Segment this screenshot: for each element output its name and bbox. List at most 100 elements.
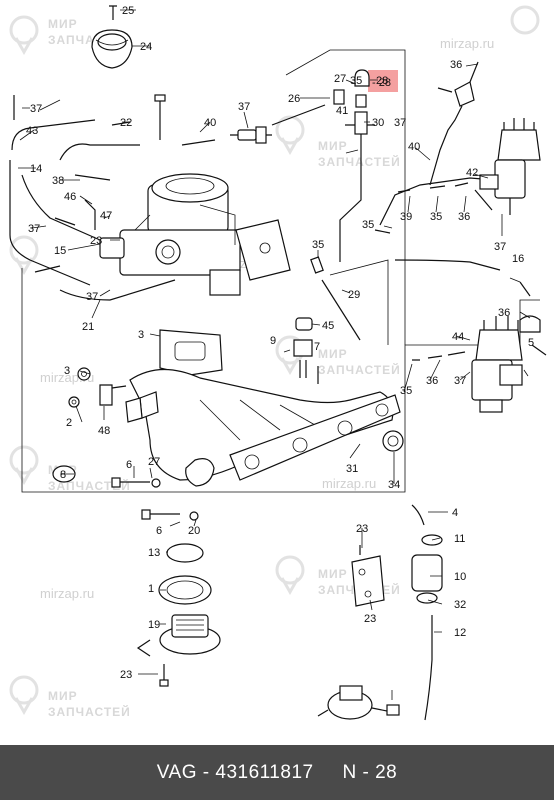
callout-label: 38 [52, 175, 64, 187]
callout-label: 47 [100, 210, 112, 222]
callout-label: 41 [336, 105, 348, 117]
watermark-group: МИР ЗАПЧАСТЕЙ mirzap.ru МИР ЗАПЧАСТЕЙ mi… [9, 5, 540, 719]
callout-label: 23 [356, 523, 368, 535]
footer-bar: VAG - 431611817 N - 28 [0, 745, 554, 800]
callout-label: 23 [364, 613, 376, 625]
callout-label: 40 [204, 117, 216, 129]
callout-label: 5 [528, 337, 534, 349]
watermark-line1: МИР [318, 347, 348, 361]
leader-lines [18, 9, 531, 700]
washer-parts [68, 367, 127, 408]
callout-label: 10 [454, 571, 466, 583]
watermark-logo-icon [9, 5, 540, 716]
watermark-line2: ЗАПЧАСТЕЙ [318, 154, 401, 169]
callout-label: 4 [452, 507, 458, 519]
callout-label: 7 [314, 341, 320, 353]
callout-label: 39 [400, 211, 412, 223]
watermark-line2: ЗАПЧАСТЕЙ [318, 362, 401, 377]
callout-label: 8 [60, 469, 66, 481]
callout-label: 12 [454, 627, 466, 639]
callout-label: 32 [454, 599, 466, 611]
callout-label: 24 [140, 41, 152, 53]
callout-label: 29 [348, 289, 360, 301]
callout-label: 13 [148, 547, 160, 559]
callout-label: 44 [452, 331, 464, 343]
callout-label: 28 [376, 75, 388, 87]
distributor-lower [412, 315, 547, 413]
bolt-part [111, 477, 199, 521]
heater-element-part [136, 614, 221, 687]
callout-label: 16 [512, 253, 524, 265]
callout-label: 15 [54, 245, 66, 257]
callout-label: 19 [148, 619, 160, 631]
callout-label: 26 [288, 93, 300, 105]
carburetor-part [99, 173, 291, 296]
callout-label: 27 [148, 456, 160, 468]
callout-label: 27 [334, 73, 346, 85]
bracket-part [351, 545, 385, 607]
callout-label: 35 [400, 385, 412, 397]
vacuum-tube-assembly [333, 69, 375, 262]
callout-label: 6 [126, 459, 132, 471]
callout-label: 37 [238, 101, 250, 113]
callout-label: 42 [466, 167, 478, 179]
callout-label: 37 [494, 241, 506, 253]
callout-label: 37 [394, 117, 406, 129]
callout-label: 21 [82, 321, 94, 333]
callout-label: 36 [450, 59, 462, 71]
watermark-site: mirzap.ru [40, 586, 94, 601]
callout-label: 35 [350, 75, 362, 87]
callout-label: 23 [120, 669, 132, 681]
watermark-line2: ЗАПЧАСТЕЙ [48, 704, 131, 719]
vacuum-hoses [9, 94, 326, 301]
callout-label: 20 [188, 525, 200, 537]
callout-label: 36 [498, 307, 510, 319]
callout-label: 46 [64, 191, 76, 203]
callout-label: 14 [30, 163, 42, 175]
callout-label: 3 [64, 365, 70, 377]
check-valve-part [230, 126, 272, 144]
rod-part [310, 256, 361, 341]
callout-label: 23 [90, 235, 102, 247]
callout-label: 35 [312, 239, 324, 251]
callout-label: 1 [148, 583, 154, 595]
watermark-line1: МИР [318, 567, 348, 581]
fitting-parts [293, 317, 319, 384]
callout-label: 37 [28, 223, 40, 235]
filter-part [411, 534, 443, 721]
callout-label: 36 [426, 375, 438, 387]
distributor-upper [479, 118, 541, 215]
watermark-site: mirzap.ru [440, 36, 494, 51]
watermark-line1: МИР [318, 139, 348, 153]
callout-label: 35 [362, 219, 374, 231]
callout-label: 37 [86, 291, 98, 303]
watermark-site: mirzap.ru [322, 476, 376, 491]
callout-label: 3 [138, 329, 144, 341]
callout-label: 11 [454, 533, 465, 545]
callout-label: 43 [26, 125, 38, 137]
callout-label: 37 [454, 375, 466, 387]
callout-label: 2 [66, 417, 72, 429]
callout-label: 36 [458, 211, 470, 223]
callout-label: 31 [346, 463, 358, 475]
highlight-box [368, 70, 398, 92]
callout-label: 34 [388, 479, 400, 491]
callout-label: 35 [430, 211, 442, 223]
callout-label: 30 [372, 117, 384, 129]
right-hoses [374, 61, 531, 297]
footer-part-info: VAG - 431611817 N - 28 [156, 761, 398, 783]
callout-label: 6 [156, 525, 162, 537]
vacuum-cap-part [91, 5, 133, 69]
parts-diagram: МИР ЗАПЧАСТЕЙ mirzap.ru МИР ЗАПЧАСТЕЙ mi… [9, 5, 547, 721]
callout-label: 25 [122, 5, 134, 17]
gasket-parts [158, 543, 212, 605]
watermark-line1: МИР [48, 689, 78, 703]
vacuum-unit-part [317, 685, 400, 720]
assembly-boundary [21, 49, 540, 493]
callout-label: 45 [322, 320, 334, 332]
intake-manifold-part [125, 329, 404, 487]
watermark-line1: МИР [48, 17, 78, 31]
callout-label: 48 [98, 425, 110, 437]
